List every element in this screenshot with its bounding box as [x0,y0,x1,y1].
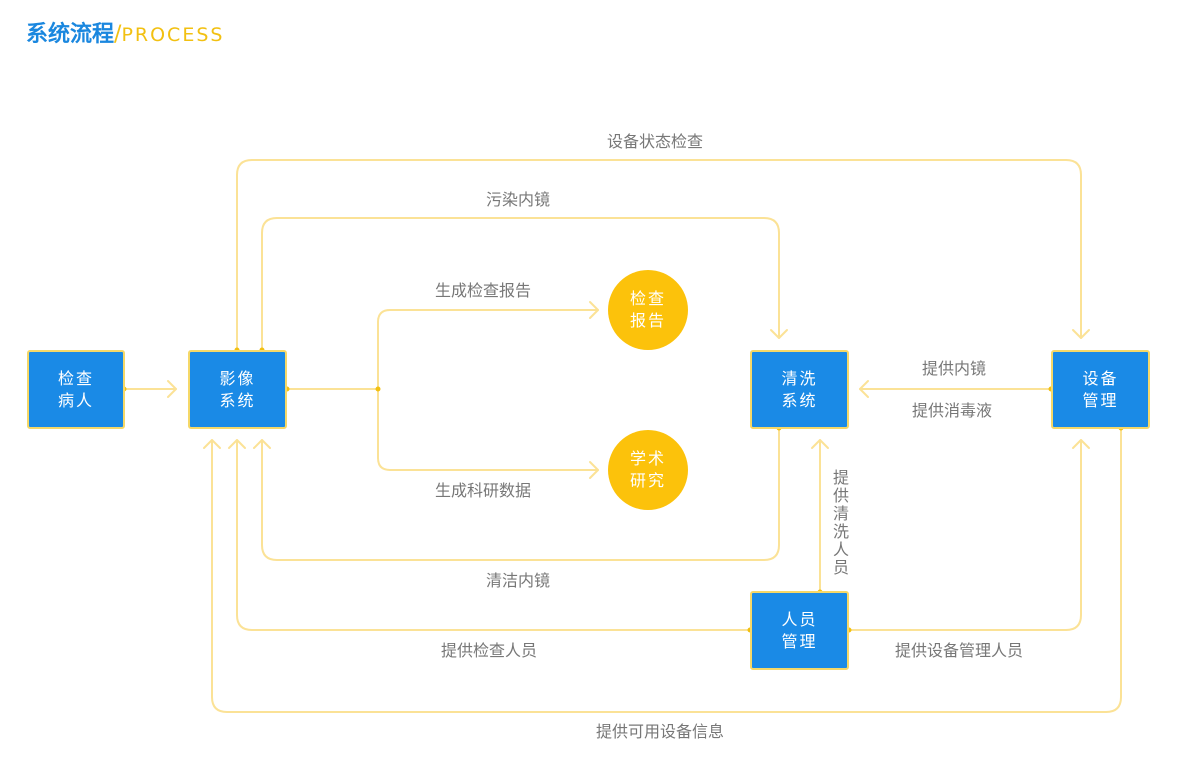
node-imaging-system: 影像 系统 [188,350,287,429]
arrowhead-cleaning-right [859,380,869,398]
label-provide-disinfectant: 提供消毒液 [912,401,993,420]
arrowhead-equipment-top [1072,329,1090,339]
node-research-line2: 研究 [629,471,666,490]
label-dirty-scope: 污染内镜 [486,190,551,209]
edge-equipment-check [236,159,1082,351]
node-patient-line1: 检查 [57,368,94,388]
node-report: 检查 报告 [608,270,688,350]
node-patient: 检查 病人 [27,350,125,429]
node-imaging-line2: 系统 [219,390,256,410]
arrowhead-cleaning-top [770,329,788,339]
node-patient-line2: 病人 [57,390,94,410]
edge-dirty-scope [261,217,780,351]
edge-clean-scope [261,427,780,561]
label-generate-report: 生成检查报告 [435,281,532,300]
label-provide-scope: 提供内镜 [922,359,987,378]
arrowhead-equipment-bottom [1072,439,1090,449]
connector-dot [375,386,381,392]
arrowhead-research [589,461,599,479]
node-equipment-line1: 设备 [1082,368,1119,388]
arrowhead-report [589,301,599,319]
arrowhead-imaging-left [167,380,177,398]
node-cleaning-line2: 系统 [781,390,818,410]
node-personnel-line2: 管理 [781,631,818,651]
node-cleaning-system: 清洗 系统 [750,350,849,429]
label-clean-scope: 清洁内镜 [486,571,551,590]
arrowhead-imaging-bottom-2 [228,439,246,449]
label-generate-research: 生成科研数据 [435,481,532,500]
label-provide-equipment-staff: 提供设备管理人员 [895,641,1024,660]
edge-branch-to-research [377,388,599,471]
label-equipment-check: 设备状态检查 [607,132,704,151]
node-research-line1: 学术 [629,449,666,468]
node-imaging-line1: 影像 [219,368,256,388]
node-equipment-management: 设备 管理 [1051,350,1150,429]
node-cleaning-line1: 清洗 [781,368,818,388]
edge-provide-equip-info [211,427,1122,713]
title-english: PROCESS [121,24,225,46]
node-research: 学术 研究 [608,430,688,510]
node-personnel-management: 人员 管理 [750,591,849,670]
title-separator: / [114,22,122,47]
node-report-line2: 报告 [629,311,666,330]
node-equipment-line2: 管理 [1082,390,1119,410]
edge-provide-examiners [236,439,751,631]
page-title: 系统流程/PROCESS [26,18,224,52]
arrowhead-imaging-bottom-1 [253,439,271,449]
node-report-line1: 检查 [629,289,666,308]
label-provide-equipment-info: 提供可用设备信息 [596,722,725,741]
arrowhead-cleaning-bottom [811,439,829,449]
edge-provide-equip-staff [848,439,1082,631]
title-chinese: 系统流程 [26,22,115,47]
arrowhead-imaging-bottom-3 [203,439,221,449]
edge-branch-to-report [377,309,599,390]
label-provide-cleaners: 提供清洗人员 [832,468,849,577]
label-provide-examiners: 提供检查人员 [441,641,538,660]
node-personnel-line1: 人员 [781,609,818,629]
